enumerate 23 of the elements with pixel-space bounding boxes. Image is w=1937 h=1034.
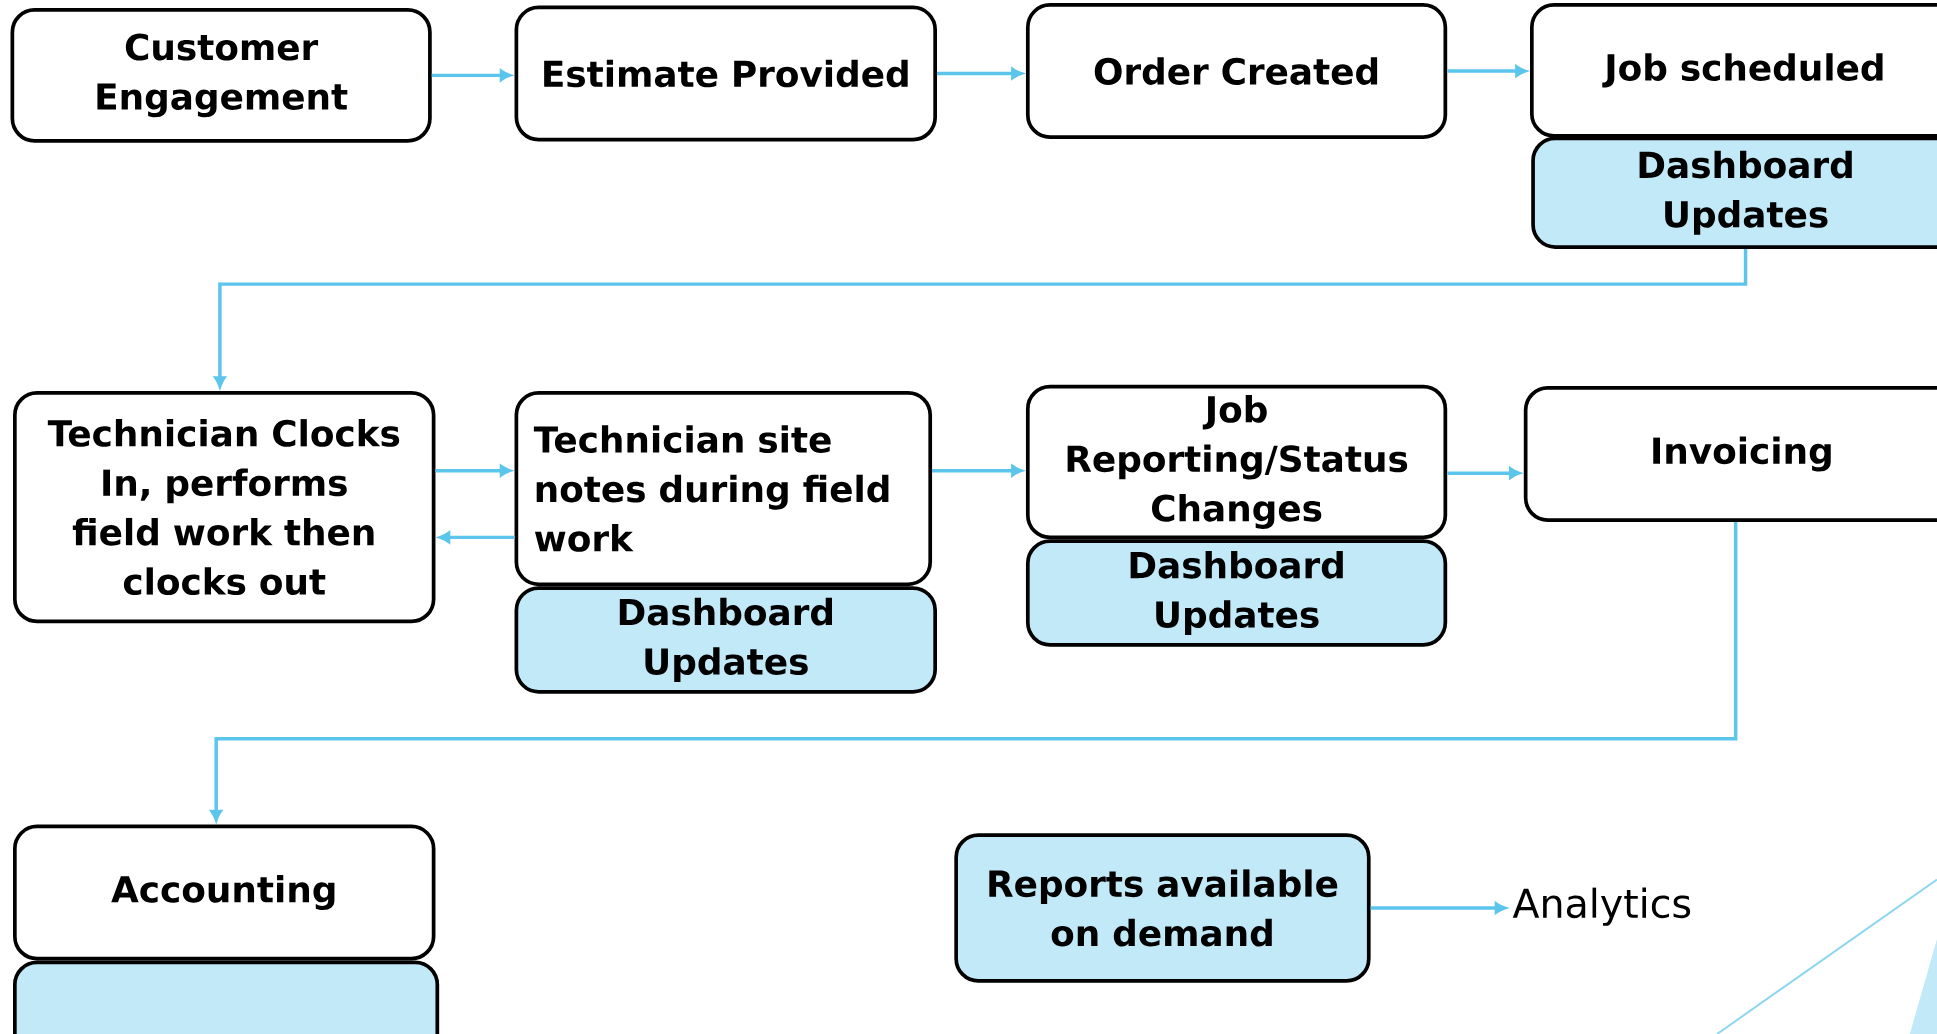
process-box: Invoicing <box>1523 386 1937 522</box>
dashboard-box: Reports available on demand <box>954 833 1371 983</box>
process-box: Customer Engagement <box>10 8 432 143</box>
dashboard-box: Dashboard Updates <box>1025 539 1448 647</box>
node-text: Analytics <box>1512 887 1691 926</box>
process-box: Job scheduled <box>1529 3 1937 138</box>
process-box: Order Created <box>1025 3 1448 139</box>
dashboard-box: Dashboard Updates <box>1531 136 1937 249</box>
arrow <box>1447 467 1521 480</box>
process-box: Technician site notes during field work <box>514 391 933 587</box>
arrow <box>1447 65 1527 77</box>
arrow <box>210 521 1738 822</box>
process-box: Estimate Provided <box>514 5 937 142</box>
dashboard-box <box>12 960 440 1034</box>
arrow <box>214 248 1748 388</box>
arrow <box>431 69 512 82</box>
dashboard-box: Dashboard Updates <box>514 586 937 694</box>
process-box: Technician Clocks In, performs field work then clocks out <box>12 391 436 624</box>
arrow <box>1370 902 1507 914</box>
process-box: Accounting <box>12 824 436 961</box>
arrow <box>438 531 515 544</box>
process-box: Job Reporting/Status Changes <box>1025 384 1448 540</box>
arrow <box>435 464 512 477</box>
